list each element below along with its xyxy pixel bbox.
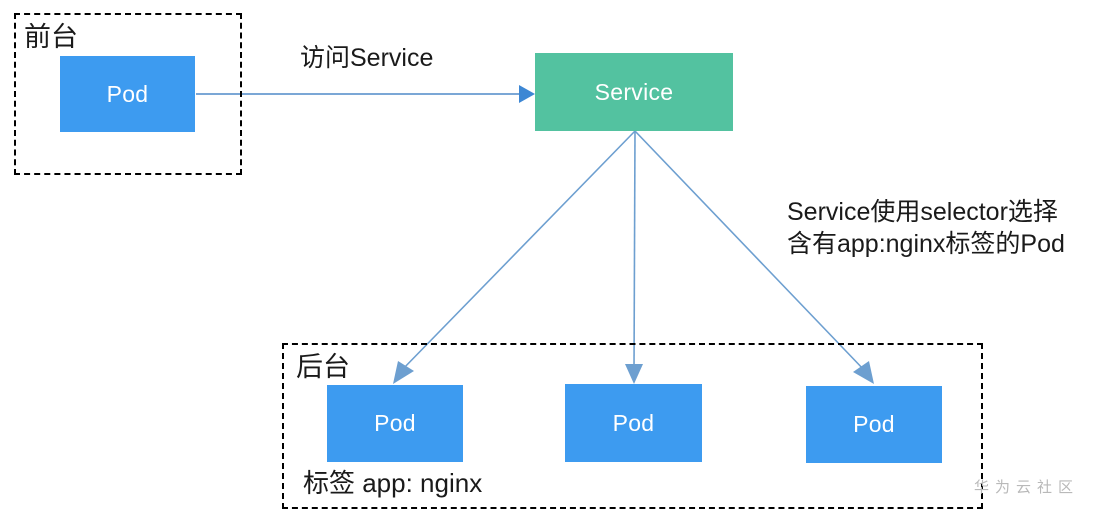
node-service[interactable]: Service [535, 53, 733, 131]
group-label-backend: 后台 [296, 352, 350, 382]
watermark-huawei-cloud: 华为云社区 [974, 479, 1080, 496]
node-pod-backend-2[interactable]: Pod [565, 384, 702, 462]
annotation-line-1: Service使用selector选择 [787, 198, 1058, 226]
annotation-line-2: 含有app:nginx标签的Pod [787, 230, 1065, 258]
group-box-frontend [14, 13, 242, 175]
edge-pod-to-service [196, 85, 535, 103]
annotation-selector: Service使用selector选择 含有app:nginx标签的Pod [787, 196, 1065, 260]
node-pod-frontend[interactable]: Pod [60, 56, 195, 132]
node-pod-backend-1[interactable]: Pod [327, 385, 463, 462]
caption-label-app-nginx: 标签 app: nginx [303, 468, 483, 498]
edge-label-access-service: 访问Service [300, 44, 434, 72]
node-pod-backend-3[interactable]: Pod [806, 386, 942, 463]
group-box-backend [282, 343, 983, 509]
group-label-frontend: 前台 [24, 22, 78, 52]
